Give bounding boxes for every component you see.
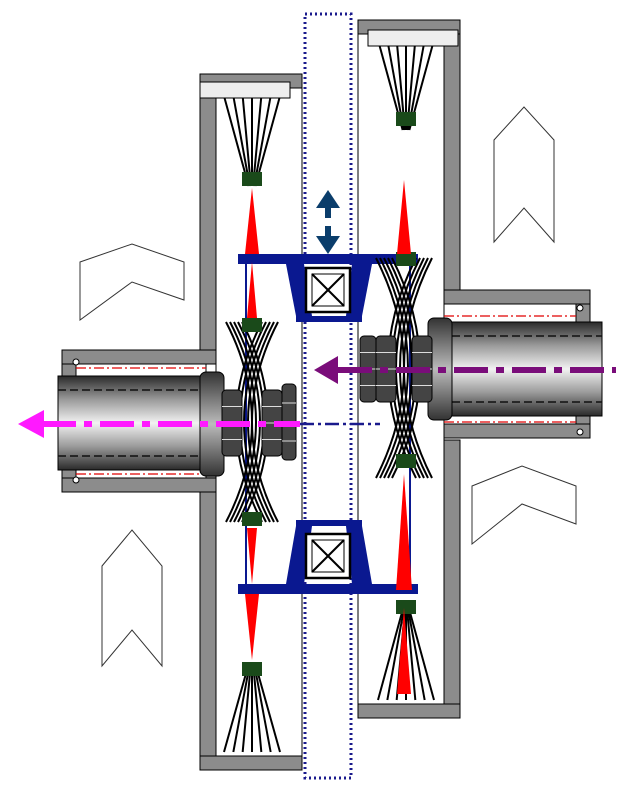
left-upper-cone-line	[253, 95, 272, 187]
left-lower-cone-bearing	[242, 662, 262, 676]
right-variator-bearing-top	[396, 252, 416, 266]
left-lower-cone-line	[254, 663, 281, 753]
left-upper-cone-line	[223, 95, 250, 187]
red-cone-left-inner-bottom	[247, 528, 257, 584]
red-cone-right-mid	[396, 474, 412, 590]
left-lower-cone-line	[253, 663, 272, 753]
right-variator-bearing-bottom	[396, 454, 416, 468]
right-lower-cone-line	[377, 609, 404, 701]
left-upper-cone-line	[241, 95, 252, 187]
left-variator-arc	[251, 321, 279, 523]
right-lower-cone-line	[408, 609, 435, 701]
left-variator-bearing-bottom	[242, 512, 262, 526]
bearing-bottom	[304, 532, 352, 580]
left-upper-cone-line	[254, 95, 281, 187]
actuator-dotted-frame	[303, 12, 353, 780]
input-direction-arrow-icon	[314, 356, 616, 384]
red-cone-right-top	[397, 180, 411, 254]
flow-chevron-right-bottom	[471, 465, 577, 546]
left-upper-roller	[199, 81, 291, 99]
right-lower-cone-line	[407, 609, 426, 701]
flow-chevron-left-bottom	[101, 529, 163, 668]
left-upper-cone-line	[232, 95, 251, 187]
right-upper-roller	[367, 29, 459, 47]
flow-chevron-left-top	[79, 243, 185, 321]
right-lower-cone-bearing	[396, 600, 416, 614]
left-variator-bearing-top	[242, 318, 262, 332]
right-lower-cone-line	[406, 609, 417, 701]
right-lower-cone-line	[386, 609, 405, 701]
output-direction-arrow-icon	[18, 410, 300, 438]
left-upper-cone-bearing	[242, 172, 262, 186]
red-cone-left-top	[245, 188, 259, 254]
right-upper-cone-bearing	[396, 112, 416, 126]
flow-chevron-right-top	[493, 106, 555, 244]
left-upper-cone-line	[252, 95, 263, 187]
left-lower-cone-line	[241, 663, 252, 753]
left-lower-cone-line	[223, 663, 250, 753]
left-lower-cone-line	[232, 663, 251, 753]
red-cone-left-inner-top	[247, 262, 257, 318]
left-variator-arc	[229, 321, 257, 523]
actuator-double-arrow-icon	[316, 190, 340, 254]
red-cone-left-bottom	[245, 594, 259, 660]
bearing-top	[304, 266, 352, 314]
left-lower-cone-line	[252, 663, 263, 753]
left-output-shaft	[57, 367, 225, 477]
red-cone-right-bottom	[397, 608, 411, 694]
